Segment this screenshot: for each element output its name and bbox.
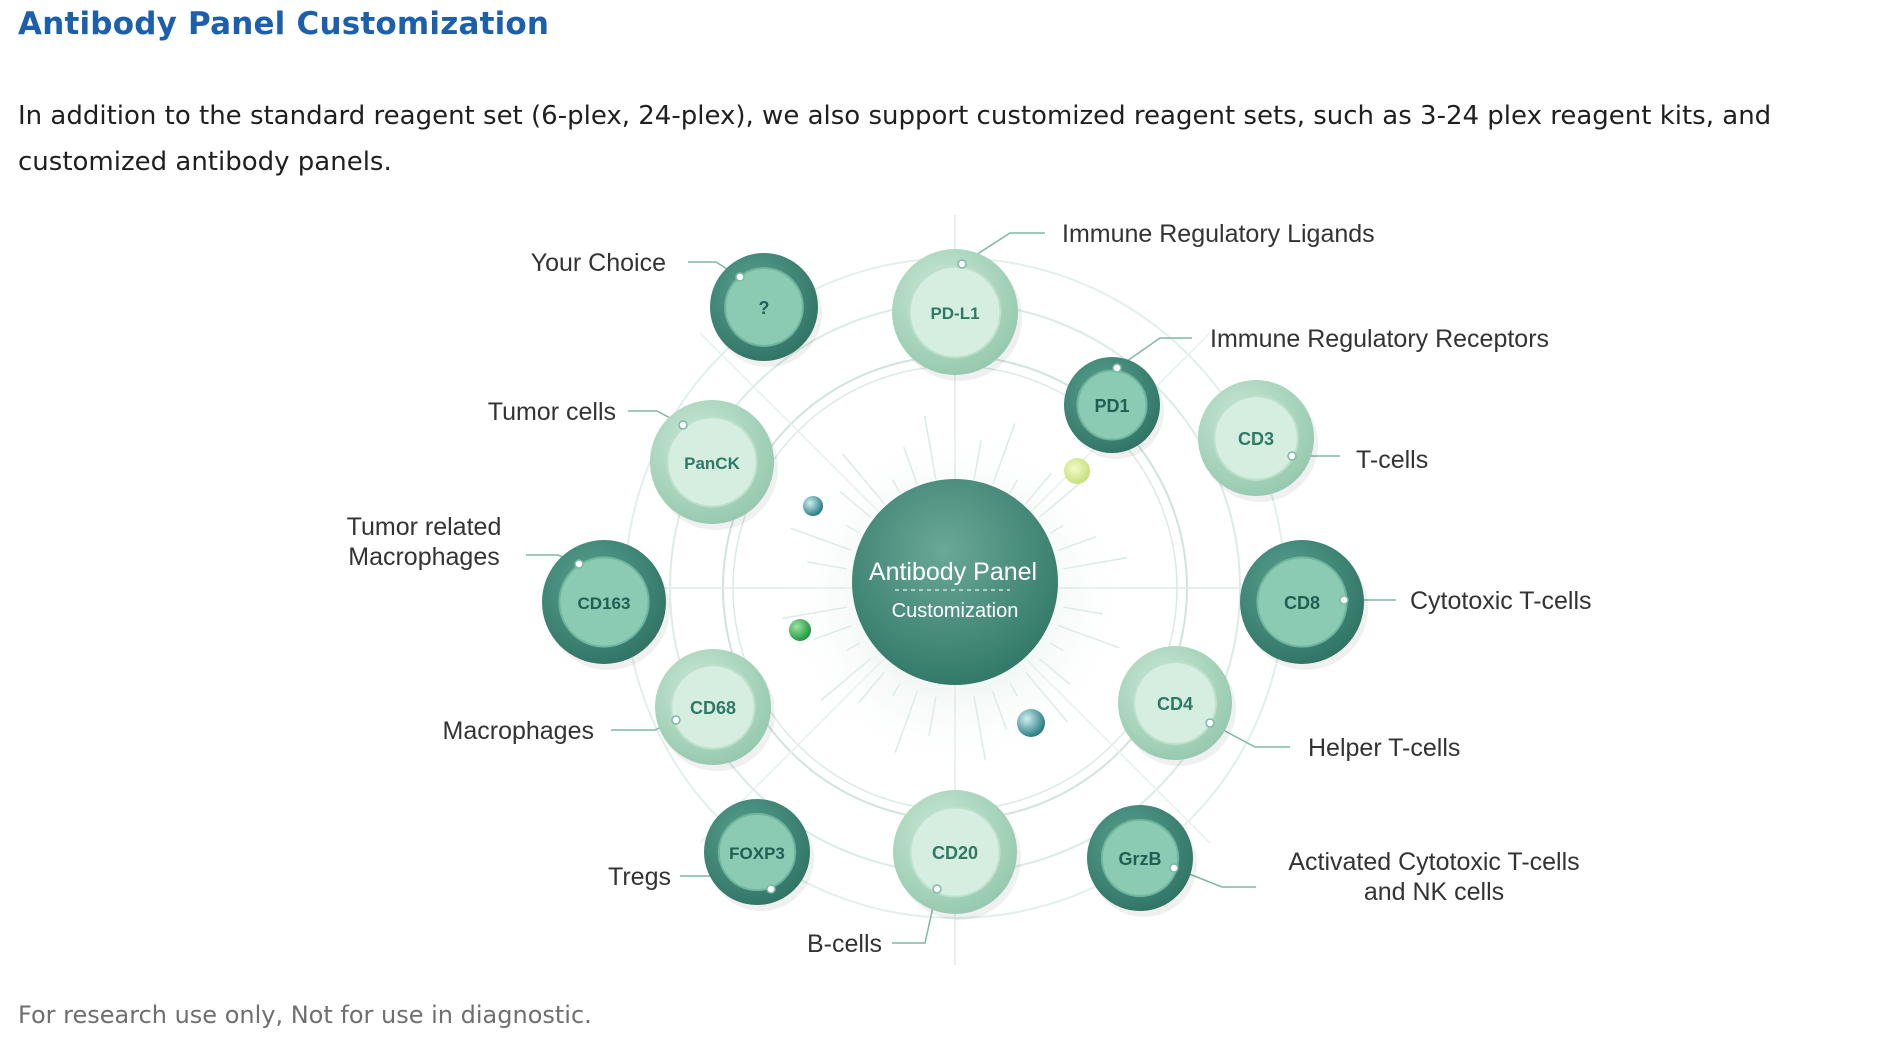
marker-label: CD8 xyxy=(1284,593,1320,613)
footer-note: For research use only, Not for use in di… xyxy=(18,1001,592,1029)
green-ball xyxy=(789,619,811,641)
category-label: Cytotoxic T-cells xyxy=(1410,587,1592,615)
leader-dot xyxy=(766,884,776,894)
category-label: Helper T-cells xyxy=(1308,734,1460,762)
leader-dot xyxy=(957,259,967,269)
intro-paragraph: In addition to the standard reagent set … xyxy=(18,101,1772,177)
leader-dot xyxy=(678,420,688,430)
leader-line xyxy=(1209,722,1290,748)
marker-node-pd1: PD1 Immune Regulatory Receptors xyxy=(1064,325,1549,459)
category-label: Activated Cytotoxic T-cells xyxy=(1288,848,1579,876)
category-label: Immune Regulatory Receptors xyxy=(1210,325,1549,353)
marker-label: CD4 xyxy=(1157,694,1193,714)
category-label: Tumor related xyxy=(347,513,502,541)
leader-dot xyxy=(735,272,745,282)
category-label: and NK cells xyxy=(1364,878,1504,906)
teal-ball xyxy=(803,496,823,516)
center-title: Antibody Panel xyxy=(869,558,1037,586)
category-label: Immune Regulatory Ligands xyxy=(1062,220,1375,248)
marker-label: PD-L1 xyxy=(930,304,979,323)
leader-dot xyxy=(671,715,681,725)
category-label: T-cells xyxy=(1356,446,1428,474)
category-label: Your Choice xyxy=(531,249,666,277)
category-label: Tumor cells xyxy=(488,398,616,426)
marker-label: FOXP3 xyxy=(729,844,785,863)
leader-dot xyxy=(1339,595,1349,605)
marker-label: PD1 xyxy=(1094,396,1129,416)
marker-label: ? xyxy=(759,298,770,318)
teal-ball xyxy=(1017,709,1045,737)
category-label: Macrophages xyxy=(348,543,499,571)
leader-dot xyxy=(1287,451,1297,461)
leader-dot xyxy=(1169,863,1179,873)
center-hub: Antibody Panel Customization xyxy=(852,479,1058,685)
marker-label: GrzB xyxy=(1118,849,1161,869)
decorative-balls xyxy=(789,458,1090,737)
yellow-ball xyxy=(1064,458,1090,484)
marker-label: CD20 xyxy=(932,843,978,863)
leader-dot xyxy=(574,559,584,569)
marker-node-panck: PanCK Tumor cells xyxy=(488,398,778,530)
antibody-panel-diagram: Antibody Panel Customization PD-L1Immune… xyxy=(347,215,1592,965)
marker-label: CD3 xyxy=(1238,429,1274,449)
leader-line xyxy=(1116,337,1192,369)
page-title: Antibody Panel Customization xyxy=(18,6,550,42)
marker-node-your-choice: ? Your Choice xyxy=(531,249,822,367)
leader-dot xyxy=(932,884,942,894)
marker-node-pdl1: PD-L1 Immune Regulatory Ligands xyxy=(892,220,1375,381)
leader-dot xyxy=(1205,718,1215,728)
marker-label: CD163 xyxy=(578,594,631,613)
marker-label: PanCK xyxy=(684,454,740,473)
category-label: Macrophages xyxy=(443,717,594,745)
leader-dot xyxy=(1112,363,1122,373)
category-label: Tregs xyxy=(608,863,671,891)
marker-node-cd8: CD8 Cytotoxic T-cells xyxy=(1240,540,1592,670)
marker-label: CD68 xyxy=(690,698,736,718)
center-subtitle: Customization xyxy=(892,600,1019,622)
category-label: B-cells xyxy=(807,930,882,958)
